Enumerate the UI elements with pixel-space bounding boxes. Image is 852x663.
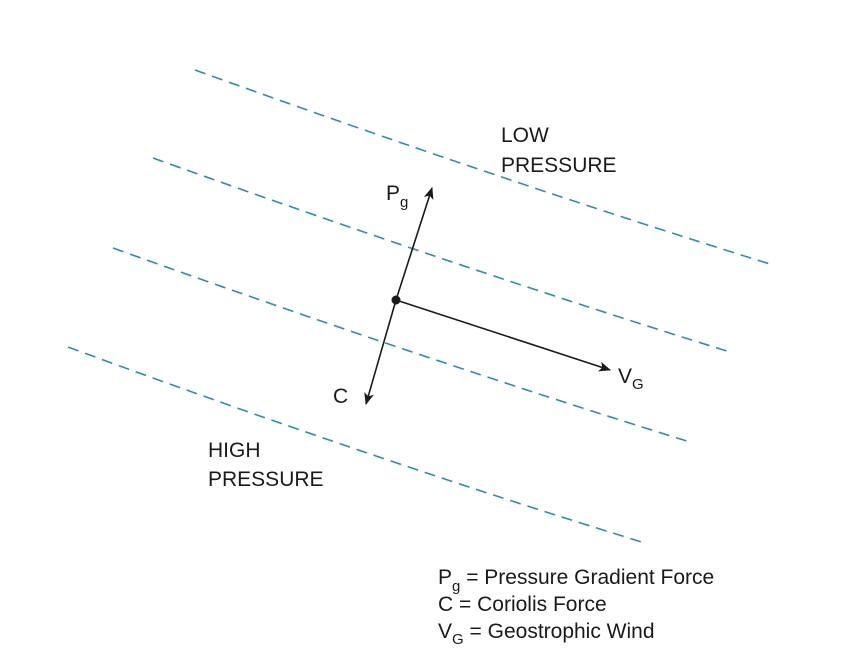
coriolis-arrow: [364, 299, 397, 405]
legend-row-vg: VG = Geostrophic Wind: [438, 620, 655, 648]
vg-label-sub: G: [632, 376, 644, 393]
pg-vector-label: Pg: [386, 182, 408, 211]
high-pressure-label: HIGH PRESSURE: [208, 439, 324, 491]
legend-vg-symbol: V: [438, 620, 452, 643]
legend: Pg = Pressure Gradient Force C = Corioli…: [438, 566, 714, 648]
legend-pg-text: = Pressure Gradient Force: [460, 566, 714, 589]
isobar-1: [194, 69, 771, 265]
legend-vg-sub: G: [452, 631, 464, 648]
high-label-line2: PRESSURE: [208, 468, 324, 491]
pg-label-sub: g: [400, 194, 408, 211]
isobar-4: [67, 346, 646, 544]
origin-point: [391, 295, 401, 305]
low-label-line1: LOW: [501, 124, 549, 147]
geostrophic-wind-arrow: [395, 299, 611, 372]
isobar-2: [152, 157, 731, 353]
pg-label-main: P: [386, 182, 400, 205]
isobar-3: [112, 247, 691, 443]
legend-c-text: = Coriolis Force: [453, 593, 606, 616]
vg-vector-label: VG: [618, 365, 644, 393]
low-label-line2: PRESSURE: [501, 154, 617, 177]
legend-c-symbol: C: [438, 593, 453, 616]
low-pressure-label: LOW PRESSURE: [501, 124, 617, 177]
legend-pg-sub: g: [452, 578, 460, 595]
high-label-line1: HIGH: [208, 439, 261, 462]
coriolis-vector-label: C: [333, 385, 348, 408]
legend-row-c: C = Coriolis Force: [438, 593, 607, 616]
legend-pg-symbol: P: [438, 566, 452, 589]
pressure-gradient-arrow: [395, 187, 434, 301]
legend-vg-text: = Geostrophic Wind: [464, 620, 655, 643]
vg-label-main: V: [618, 365, 632, 388]
legend-row-pg: Pg = Pressure Gradient Force: [438, 566, 714, 595]
